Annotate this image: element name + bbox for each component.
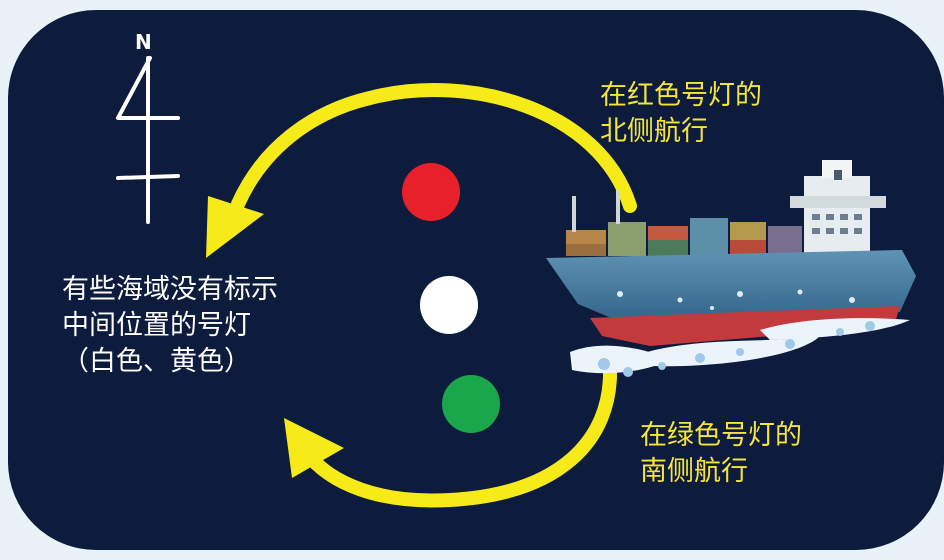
green-light-label: 在绿色号灯的 南侧航行 — [640, 420, 802, 487]
container-ship-icon — [546, 160, 916, 377]
red-light — [402, 163, 460, 221]
green-light — [442, 375, 500, 433]
north-arrow-icon — [116, 56, 180, 224]
lower-route-arrow — [284, 361, 618, 508]
white-light — [420, 276, 478, 334]
red-light-label: 在红色号灯的 北侧航行 — [600, 80, 762, 147]
center-light-note: 有些海域没有标示 中间位置的号灯 （白色、黄色） — [62, 274, 278, 377]
upper-route-arrow — [206, 83, 637, 258]
north-label: N — [135, 30, 152, 54]
